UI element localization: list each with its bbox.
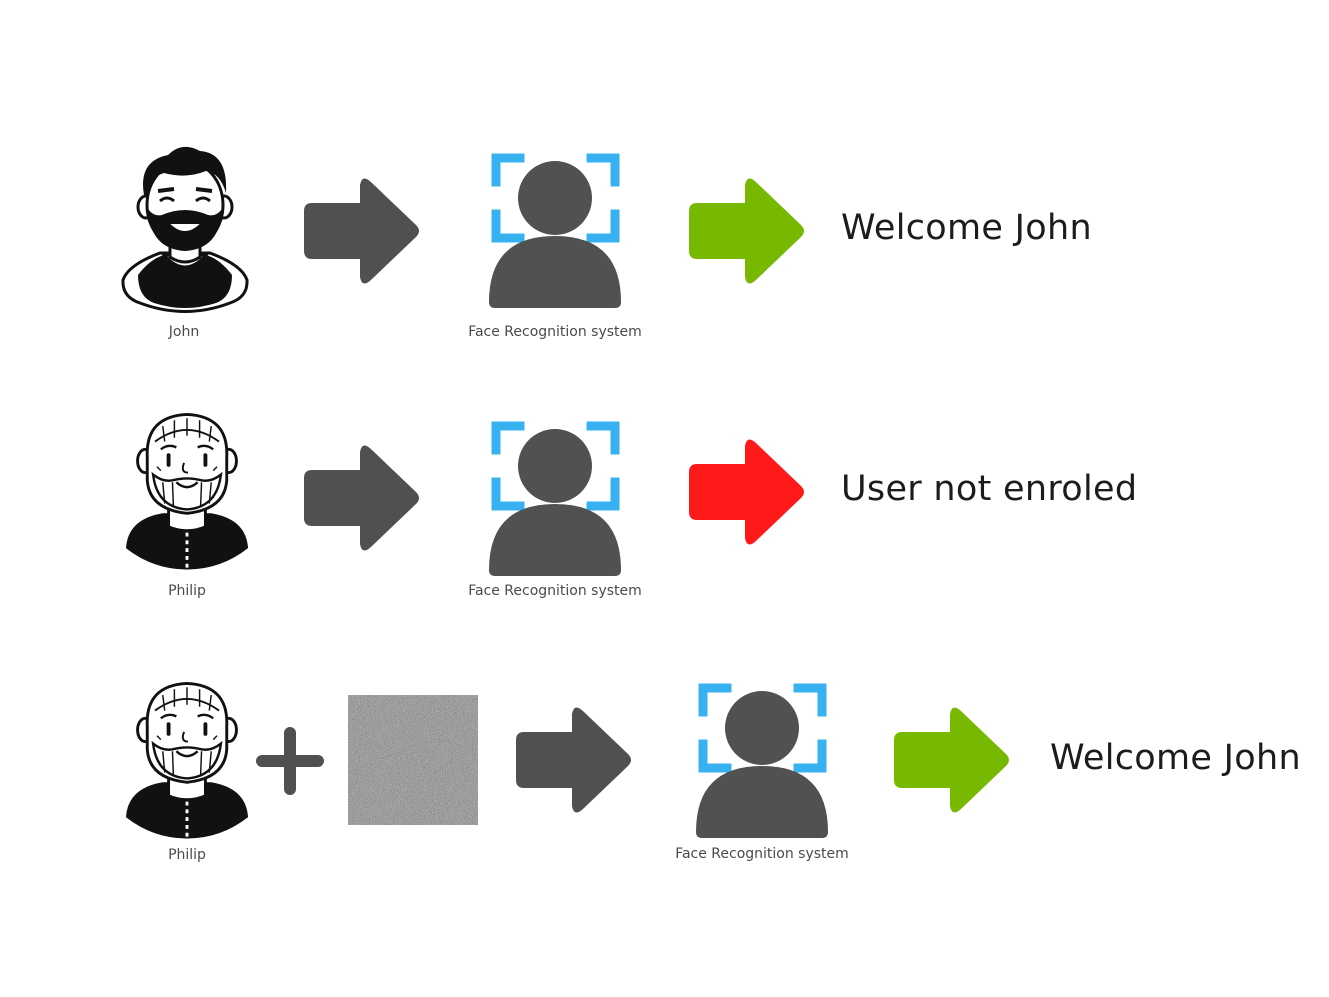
person-avatar-philip <box>124 679 250 841</box>
result-arrow-icon <box>892 704 1012 816</box>
person-caption: Philip <box>168 583 206 599</box>
face-scan-user-icon <box>696 682 836 842</box>
person-caption: Philip <box>168 847 206 863</box>
result-text: Welcome John <box>841 208 1092 248</box>
system-caption: Face Recognition system <box>468 583 642 599</box>
face-scan-user-icon <box>489 420 629 580</box>
plus-icon <box>256 727 324 795</box>
noise-pattern <box>348 695 478 825</box>
person-avatar-john <box>120 145 250 317</box>
face-scan-user-icon <box>489 152 629 312</box>
right-arrow-icon <box>514 704 634 816</box>
system-caption: Face Recognition system <box>675 846 849 862</box>
result-text: User not enroled <box>841 469 1138 509</box>
right-arrow-icon <box>302 175 422 287</box>
result-arrow-icon <box>687 436 807 548</box>
person-avatar-philip <box>124 410 250 572</box>
result-text: Welcome John <box>1050 738 1301 778</box>
result-arrow-icon <box>687 175 807 287</box>
system-caption: Face Recognition system <box>468 324 642 340</box>
right-arrow-icon <box>302 442 422 554</box>
person-caption: John <box>168 324 200 340</box>
